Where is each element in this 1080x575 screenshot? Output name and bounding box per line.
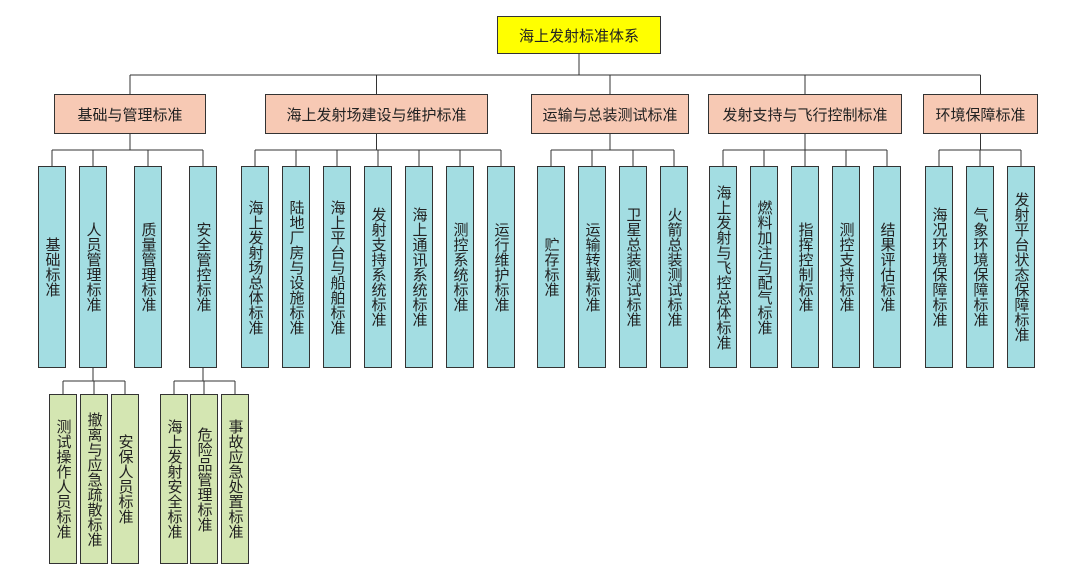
leaf-sea-state: 海况环境保障标准 xyxy=(925,166,953,368)
leaf-satellite-assembly-test: 卫星总装测试标准 xyxy=(619,166,647,368)
root-node: 海上发射标准体系 xyxy=(497,16,661,54)
sub-security-personnel: 安保人员标准 xyxy=(111,394,139,564)
leaf-launch-support-system: 发射支持系统标准 xyxy=(364,166,392,368)
sub-launch-safety: 海上发射安全标准 xyxy=(160,394,188,564)
leaf-launch-site-overall: 海上发射场总体标准 xyxy=(241,166,269,368)
leaf-tt-c-support: 测控支持标准 xyxy=(832,166,860,368)
leaf-platform-ship: 海上平台与船舶标准 xyxy=(323,166,351,368)
sub-evacuation-emergency: 撤离与应急疏散标准 xyxy=(80,394,108,564)
leaf-fueling-gas: 燃料加注与配气标准 xyxy=(750,166,778,368)
category-transport-assembly: 运输与总装测试标准 xyxy=(531,94,689,134)
leaf-personnel-management: 人员管理标准 xyxy=(79,166,107,368)
category-basic-management: 基础与管理标准 xyxy=(54,94,206,134)
leaf-safety-control: 安全管控标准 xyxy=(189,166,217,368)
leaf-weather: 气象环境保障标准 xyxy=(966,166,994,368)
leaf-communication-system: 海上通讯系统标准 xyxy=(405,166,433,368)
leaf-platform-state: 发射平台状态保障标准 xyxy=(1007,166,1035,368)
sub-hazardous-materials: 危险品管理标准 xyxy=(190,394,218,564)
leaf-operation-maintenance: 运行维护标准 xyxy=(487,166,515,368)
leaf-land-facilities: 陆地厂房与设施标准 xyxy=(282,166,310,368)
category-environment: 环境保障标准 xyxy=(923,94,1038,134)
leaf-transport-transfer: 运输转载标准 xyxy=(578,166,606,368)
leaf-result-evaluation: 结果评估标准 xyxy=(873,166,901,368)
leaf-rocket-assembly-test: 火箭总装测试标准 xyxy=(660,166,688,368)
leaf-tt-c-system: 测控系统标准 xyxy=(446,166,474,368)
sub-accident-response: 事故应急处置标准 xyxy=(221,394,249,564)
leaf-storage: 贮存标准 xyxy=(537,166,565,368)
category-launch-flight-control: 发射支持与飞行控制标准 xyxy=(708,94,902,134)
leaf-basic-standard: 基础标准 xyxy=(38,166,66,368)
leaf-command-control: 指挥控制标准 xyxy=(791,166,819,368)
leaf-quality-management: 质量管理标准 xyxy=(134,166,162,368)
leaf-launch-flight-overall: 海上发射与飞控总体标准 xyxy=(709,166,737,368)
category-launch-site: 海上发射场建设与维护标准 xyxy=(265,94,488,134)
sub-test-operator: 测试操作人员标准 xyxy=(49,394,77,564)
